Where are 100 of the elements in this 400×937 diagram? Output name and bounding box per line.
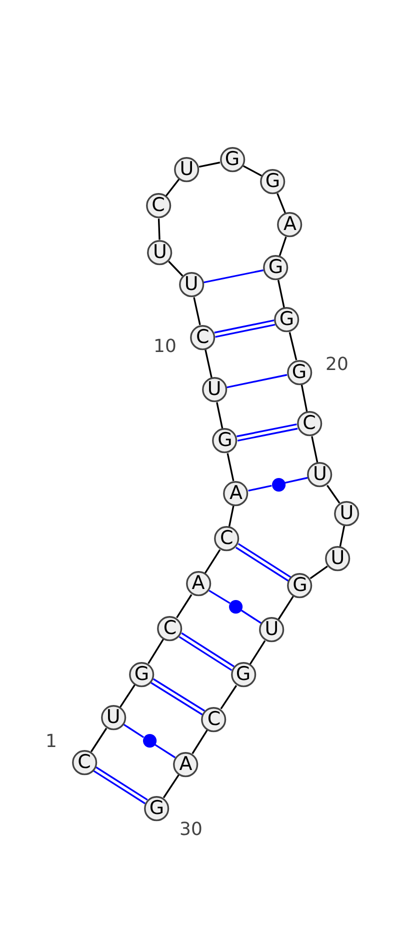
nucleotide-circle <box>100 705 126 730</box>
base-letter: G <box>134 664 150 684</box>
backbone-line <box>300 384 308 412</box>
base-pair-line <box>214 320 274 334</box>
nucleotide-circle <box>260 169 286 194</box>
nucleotide-circle <box>263 255 288 280</box>
nucleotide-circle <box>230 662 256 688</box>
base-letter: C <box>152 196 165 216</box>
nucleotide-circle <box>202 377 227 403</box>
base-pair-line <box>215 324 276 338</box>
base-letter: U <box>313 465 327 484</box>
pair-dot <box>142 734 156 748</box>
backbone-line <box>198 162 220 168</box>
nucleotide-circle <box>178 272 204 298</box>
nucleotide-circle <box>307 462 333 488</box>
backbone-line <box>243 165 262 176</box>
base-letter: A <box>283 215 296 234</box>
nucleotide-circle <box>201 706 227 732</box>
nucleotide-circle <box>325 546 350 572</box>
base-letter: G <box>218 431 232 450</box>
nucleotide-circle <box>220 147 245 173</box>
nucleotide-circle <box>186 571 211 597</box>
base-letter: U <box>153 242 167 262</box>
backbone-line <box>204 549 221 574</box>
base-pair-line <box>123 724 144 738</box>
position-number: 1 <box>46 733 57 751</box>
backbone-line <box>278 596 294 620</box>
backbone-line <box>162 774 180 798</box>
backbone-line <box>165 178 180 197</box>
backbone-line <box>216 402 224 429</box>
pair-dot <box>272 478 286 492</box>
base-letter: U <box>180 160 194 179</box>
nucleotide-circle <box>146 193 171 219</box>
nucleotide-circle <box>223 480 249 506</box>
nucleotide-circle <box>287 573 313 598</box>
position-number: 20 <box>326 356 348 374</box>
base-letter: U <box>340 504 354 523</box>
base-letter: G <box>292 362 307 382</box>
base-letter: U <box>330 549 345 568</box>
backbone-line <box>176 594 192 618</box>
backbone-line <box>310 566 328 580</box>
base-pair-line <box>237 428 298 442</box>
nucleotide-circle <box>214 526 240 552</box>
nucleotide-circle <box>286 360 312 385</box>
base-pair-line <box>236 423 297 438</box>
base-letter: C <box>163 618 177 638</box>
base-letter: U <box>264 620 279 640</box>
nucleotide-circle <box>173 752 198 777</box>
nucleotide-circle <box>296 411 322 437</box>
nucleotide-circle <box>212 428 238 454</box>
nucleotide-circle <box>129 662 154 687</box>
backbone-line <box>220 685 238 710</box>
base-letter: A <box>229 484 242 503</box>
backbone-line <box>339 526 346 547</box>
base-letter: G <box>224 150 240 170</box>
backbone-line <box>119 684 136 708</box>
base-pair-line <box>226 374 288 388</box>
base-pair-line <box>240 610 262 624</box>
backbone-line <box>278 236 287 256</box>
base-letter: G <box>149 798 164 818</box>
nucleotide-circle <box>274 307 300 333</box>
nucleotide-circle <box>259 617 284 643</box>
base-letter: C <box>302 414 316 434</box>
base-letter: U <box>106 708 120 728</box>
nucleotide-circle <box>190 324 216 350</box>
backbone-line <box>90 728 108 752</box>
nucleotide-circle <box>144 796 170 821</box>
base-letter: G <box>292 576 308 596</box>
backbone-line <box>168 260 184 276</box>
backbone-line <box>288 332 298 360</box>
base-pair-line <box>248 484 272 492</box>
backbone-line <box>277 280 285 308</box>
base-letter: G <box>236 665 251 684</box>
base-letter: G <box>279 310 294 330</box>
backbone-line <box>228 505 234 527</box>
base-pair-line <box>284 476 308 484</box>
backbone-line <box>193 297 201 326</box>
base-letter: C <box>196 328 210 347</box>
backbone-line <box>311 436 318 463</box>
base-letter: C <box>78 752 91 772</box>
base-letter: C <box>220 529 234 548</box>
base-pair-line <box>208 590 230 604</box>
base-letter: A <box>179 754 192 774</box>
nucleotide-circle <box>174 156 200 182</box>
backbone-line <box>192 730 208 754</box>
base-letter: G <box>268 258 284 278</box>
nucleotide-circle <box>72 750 97 775</box>
base-pair-line <box>154 744 176 758</box>
backbone-line <box>158 218 160 240</box>
position-number: 10 <box>154 338 176 356</box>
base-letter: A <box>192 574 205 594</box>
backbone-line <box>226 453 234 482</box>
position-number: 30 <box>180 821 202 839</box>
backbone-line <box>326 484 340 504</box>
pair-dot <box>228 600 242 614</box>
backbone-line <box>204 349 212 378</box>
backbone-line <box>249 640 266 665</box>
base-letter: U <box>184 275 198 294</box>
nucleotide-circle <box>277 212 303 238</box>
backbone-line <box>276 193 286 214</box>
